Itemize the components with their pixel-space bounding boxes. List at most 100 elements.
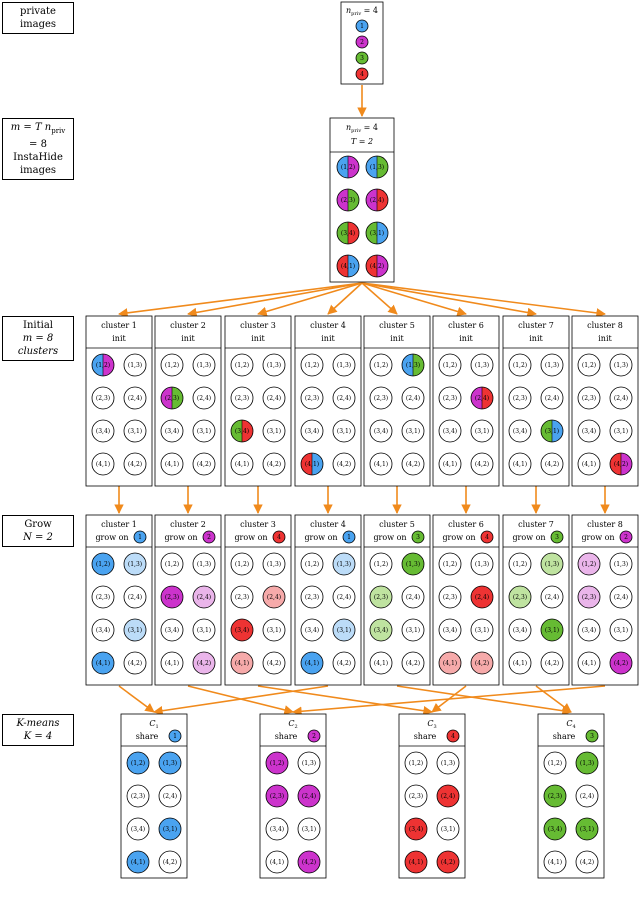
image-right-half [172,387,183,409]
image-circle [355,35,369,49]
image-label: (3,4) [341,230,355,237]
image-label: (4,2) [614,660,628,667]
image-(4,1): (4,1) [265,850,289,874]
image-circle [262,651,286,675]
instahide-image-(4,1): (4,1) [336,254,360,278]
image-outline [365,155,389,179]
image-left-half [301,453,312,475]
image-label: (2,3) [443,395,457,402]
image-(4,1): (4,1) [230,452,254,476]
image-circle [230,651,254,675]
image-(3,1): (3,1) [332,618,356,642]
arrow-layer [114,85,610,717]
image-label: (2,3) [443,594,457,601]
image-label: (3,1) [370,230,384,237]
image-outline [300,452,324,476]
image-label: (1,2) [374,362,388,369]
image-circle [436,751,460,775]
image-circle [262,419,286,443]
image-circle [158,817,182,841]
image-circle [404,817,428,841]
image-circle [540,452,564,476]
image-(3,4): (3,4) [543,817,567,841]
image-circle [160,651,184,675]
instahide-image-(2,4): (2,4) [365,188,389,212]
image-label: (1,3) [267,362,281,369]
image-circle [332,651,356,675]
image-circle [369,618,393,642]
image-(1,2): (1,2) [438,552,462,576]
image-(1,3): (1,3) [540,353,564,377]
image-(4,1): (4,1) [300,651,324,675]
image-(3,1): (3,1) [262,419,286,443]
image-(1,3): (1,3) [262,552,286,576]
image-(3,4): (3,4) [577,419,601,443]
box-title: cluster 8 [587,321,623,330]
image-label: 2 [312,733,316,740]
image-(3,1): (3,1) [297,817,321,841]
image-(1,2): (1,2) [508,353,532,377]
image-label: (1,3) [406,561,420,568]
image-label: (1,2) [96,362,110,369]
image-label: (1,3) [370,164,384,171]
image-circle [230,452,254,476]
row-label-instahide-line1: m = T npriv = 8 [10,122,66,150]
image-circle [332,585,356,609]
image-label: (4,1) [548,859,562,866]
box-title: cluster 6 [448,520,484,529]
image-circle [577,585,601,609]
image-label: (2,4) [545,594,559,601]
image-circle [369,552,393,576]
image-right-half [621,453,632,475]
image-outline [160,386,184,410]
image-circle [470,552,494,576]
image-(3,4): (3,4) [438,419,462,443]
box-subtitle: share [553,732,576,741]
image-label: (3,1) [128,627,142,634]
image-circle [508,419,532,443]
image-label: 4 [277,534,281,541]
image-(4,1): (4,1) [543,850,567,874]
init-cluster-7: cluster 7init(1,2)(1,3)(2,3)(2,4)(3,4)(3… [502,315,570,487]
image-circle [355,19,369,33]
image-circle [202,530,216,544]
image-circle [438,353,462,377]
image-circle [577,552,601,576]
image-label: (4,2) [128,660,142,667]
image-circle [262,353,286,377]
image-circle [438,386,462,410]
image-(2,4): (2,4) [332,386,356,410]
image-left-half [337,222,348,244]
image-circle [508,552,532,576]
image-label: (3,1) [197,627,211,634]
image-circle [543,817,567,841]
arrow-grow-3-to-kmeans-3 [257,685,433,716]
image-label: (1,3) [337,561,351,568]
image-circle [300,651,324,675]
image-label: (4,2) [267,660,281,667]
row-label-initial-line2: m = 8 clusters [17,333,59,357]
image-(4,1): (4,1) [126,850,150,874]
image-left-half [541,420,552,442]
image-(3,1): (3,1) [123,419,147,443]
image-circle [438,585,462,609]
image-label: 2 [360,39,364,46]
image-label: (1,2) [235,561,249,568]
image-right-half [377,189,388,211]
image-label: (4,1) [443,660,457,667]
image-label: (1,2) [270,760,284,767]
image-(3,1): (3,1) [123,618,147,642]
image-left-half [92,354,103,376]
image-label: (1,2) [165,561,179,568]
image-(2,3): (2,3) [160,386,184,410]
image-circle [577,353,601,377]
image-label: (3,4) [165,428,179,435]
image-circle [609,585,633,609]
image-label: (1,3) [197,561,211,568]
arrow-instahide-to-cluster-4 [327,282,363,315]
box-title-t: T = 2 [351,137,373,146]
image-label: (3,1) [475,627,489,634]
image-label: (1,2) [582,561,596,568]
image-circle [123,452,147,476]
